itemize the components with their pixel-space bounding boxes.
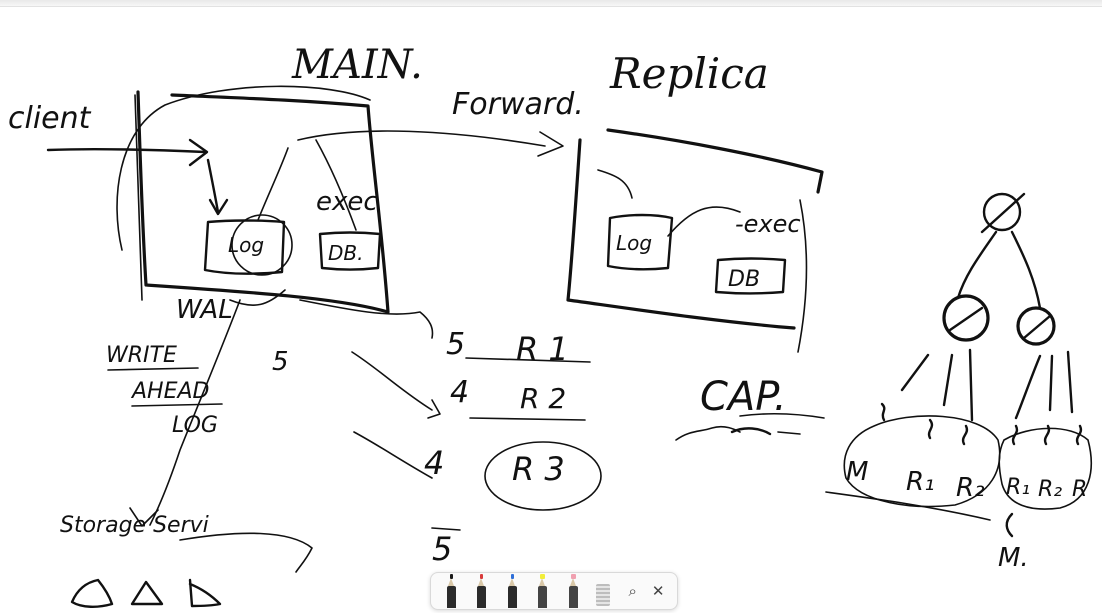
tree-m-label: M. xyxy=(998,543,1029,573)
storage-label: Storage Servi xyxy=(60,513,209,538)
replica-db-label: DB xyxy=(728,267,760,292)
pen-toolbar: ⌕ ✕ xyxy=(430,572,678,610)
main-log-label: Log xyxy=(228,233,264,257)
tree-right-label-1: R₁ xyxy=(1006,475,1030,500)
yellow-highlighter-tool[interactable] xyxy=(528,574,555,608)
wal-count-label: 5 xyxy=(272,347,289,377)
log-label: LOG xyxy=(172,413,218,438)
replica-exec-label: -exec xyxy=(735,210,801,238)
client-label: client xyxy=(8,101,92,136)
forward-label: Forward. xyxy=(452,87,584,122)
lasso-icon[interactable]: ⌕ xyxy=(628,582,637,600)
row-1-num: 5 xyxy=(446,327,465,362)
row-4-num: 5 xyxy=(432,530,452,568)
highlighter-icon xyxy=(568,574,578,608)
main-server-sketch: MAIN. client Log DB. exec xyxy=(8,42,423,314)
tree-right-label-2: R₂ xyxy=(1038,477,1062,502)
write-label: WRITE xyxy=(106,343,177,368)
main-db-label: DB. xyxy=(328,241,363,265)
wal-label: WAL xyxy=(176,295,233,325)
pink-highlighter-tool[interactable] xyxy=(559,574,586,608)
ahead-label: AHEAD xyxy=(130,379,209,404)
replica-server-sketch: Replica Log -exec DB xyxy=(566,49,824,353)
tree-sketch: M R₁ R₂ R₁ R₂ R M. xyxy=(825,192,1092,573)
red-pen-tool[interactable] xyxy=(467,574,494,608)
row-3-num: 4 xyxy=(424,444,444,482)
close-icon[interactable]: ✕ xyxy=(651,582,665,600)
tree-left-label-3: R₂ xyxy=(956,473,985,503)
cap-label: CAP. xyxy=(700,374,787,420)
pen-icon xyxy=(447,574,456,608)
tree-left-label-2: R₁ xyxy=(906,467,935,497)
replica-log-label: Log xyxy=(616,231,652,255)
replica-rows-sketch: 5 R 1 4 R 2 4 R 3 5 xyxy=(299,299,602,568)
tree-right-label-3: R xyxy=(1072,477,1087,502)
row-2-num: 4 xyxy=(450,375,469,410)
wal-sketch: WAL WRITE AHEAD LOG 5 Storage Servi xyxy=(60,289,313,608)
eraser-tool[interactable] xyxy=(589,574,616,608)
blue-pen-tool[interactable] xyxy=(498,574,525,608)
row-2-label: R 2 xyxy=(520,382,566,415)
pen-icon xyxy=(477,574,487,608)
pen-icon xyxy=(507,574,517,608)
highlighter-icon xyxy=(538,574,548,608)
forward-arrow: Forward. xyxy=(297,87,584,157)
eraser-icon xyxy=(596,584,611,606)
row-3-label: R 3 xyxy=(512,450,565,488)
window-top-edge xyxy=(0,0,1102,7)
tree-left-label-1: M xyxy=(846,457,868,487)
cap-sketch: CAP. xyxy=(675,374,825,441)
main-label: MAIN. xyxy=(291,42,423,88)
black-pen-tool[interactable] xyxy=(437,574,464,608)
row-1-label: R 1 xyxy=(516,330,569,368)
replica-label: Replica xyxy=(609,49,769,98)
main-exec-label: exec xyxy=(316,187,378,217)
